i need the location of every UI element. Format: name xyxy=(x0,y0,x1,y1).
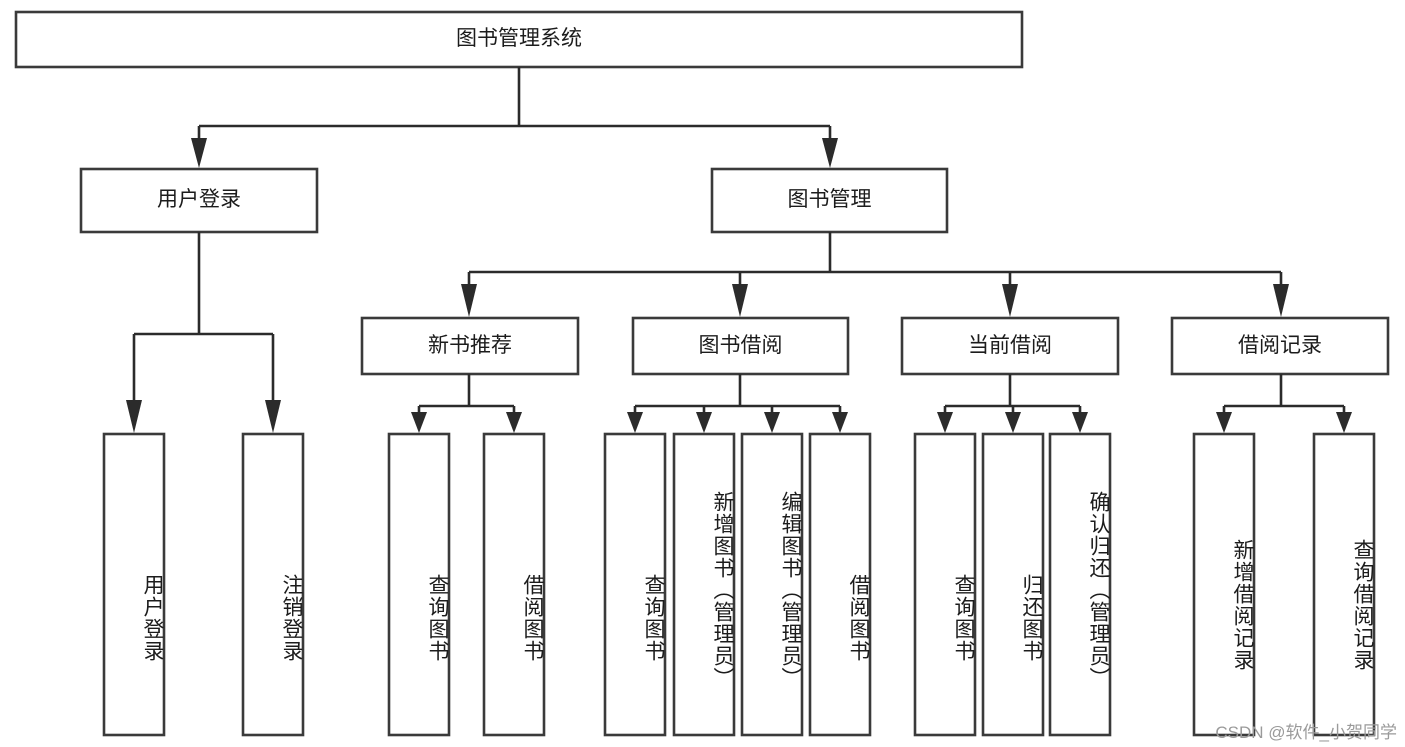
connector-borrowrecords-to-leaves xyxy=(1216,374,1352,433)
arrow-to-leaf-add-book xyxy=(696,412,712,433)
box-root[interactable] xyxy=(14,10,1024,69)
connector-newbook-to-leaves xyxy=(411,374,522,433)
connector-currentborrow-to-leaves xyxy=(937,374,1088,433)
connector-bookborrow-to-leaves xyxy=(627,374,848,433)
box-leaf-add-record[interactable] xyxy=(1192,432,1256,737)
connector-userlogin-to-leaves xyxy=(126,232,281,433)
arrow-to-borrow-records xyxy=(1273,284,1289,317)
box-leaf-user-login[interactable] xyxy=(102,432,166,737)
arrow-to-leaf-borrow-book-2 xyxy=(832,412,848,433)
arrow-to-current-borrow xyxy=(1002,284,1018,317)
arrow-to-leaf-borrow-book-1 xyxy=(506,412,522,433)
arrow-to-leaf-query-book-2 xyxy=(627,412,643,433)
box-current-borrow[interactable] xyxy=(900,316,1120,376)
box-leaf-logout[interactable] xyxy=(241,432,305,737)
arrow-to-book-management xyxy=(822,138,838,168)
box-leaf-query-book-2[interactable] xyxy=(603,432,667,737)
box-leaf-query-book-1[interactable] xyxy=(387,432,451,737)
arrow-to-leaf-query-book-1 xyxy=(411,412,427,433)
box-borrow-records[interactable] xyxy=(1170,316,1390,376)
box-leaf-add-book[interactable] xyxy=(672,432,736,737)
arrow-to-leaf-query-book-3 xyxy=(937,412,953,433)
box-leaf-query-record[interactable] xyxy=(1312,432,1376,737)
arrow-to-leaf-confirm-return xyxy=(1072,412,1088,433)
box-leaf-return-book[interactable] xyxy=(981,432,1045,737)
arrow-to-leaf-user-login xyxy=(126,400,142,433)
arrow-to-user-login xyxy=(191,138,207,168)
arrow-to-leaf-logout xyxy=(265,400,281,433)
box-leaf-borrow-book-2[interactable] xyxy=(808,432,872,737)
arrow-to-new-book-recommend xyxy=(461,284,477,317)
csdn-watermark: CSDN @软件_小贺同学 xyxy=(1215,723,1397,742)
connector-bookmgmt-to-level3 xyxy=(461,232,1289,317)
box-leaf-borrow-book-1[interactable] xyxy=(482,432,546,737)
arrow-to-leaf-query-record xyxy=(1336,412,1352,433)
arrow-to-leaf-edit-book xyxy=(764,412,780,433)
box-layer xyxy=(14,10,1390,737)
arrow-to-leaf-return-book xyxy=(1005,412,1021,433)
arrow-to-leaf-add-record xyxy=(1216,412,1232,433)
box-user-login[interactable] xyxy=(79,167,319,234)
box-book-borrow[interactable] xyxy=(631,316,850,376)
box-new-book-recommend[interactable] xyxy=(360,316,580,376)
box-book-management[interactable] xyxy=(710,167,949,234)
box-leaf-confirm-return[interactable] xyxy=(1048,432,1112,737)
box-leaf-edit-book[interactable] xyxy=(740,432,804,737)
box-leaf-query-book-3[interactable] xyxy=(913,432,977,737)
connector-root-to-level2 xyxy=(191,67,838,168)
arrow-to-book-borrow xyxy=(732,284,748,317)
